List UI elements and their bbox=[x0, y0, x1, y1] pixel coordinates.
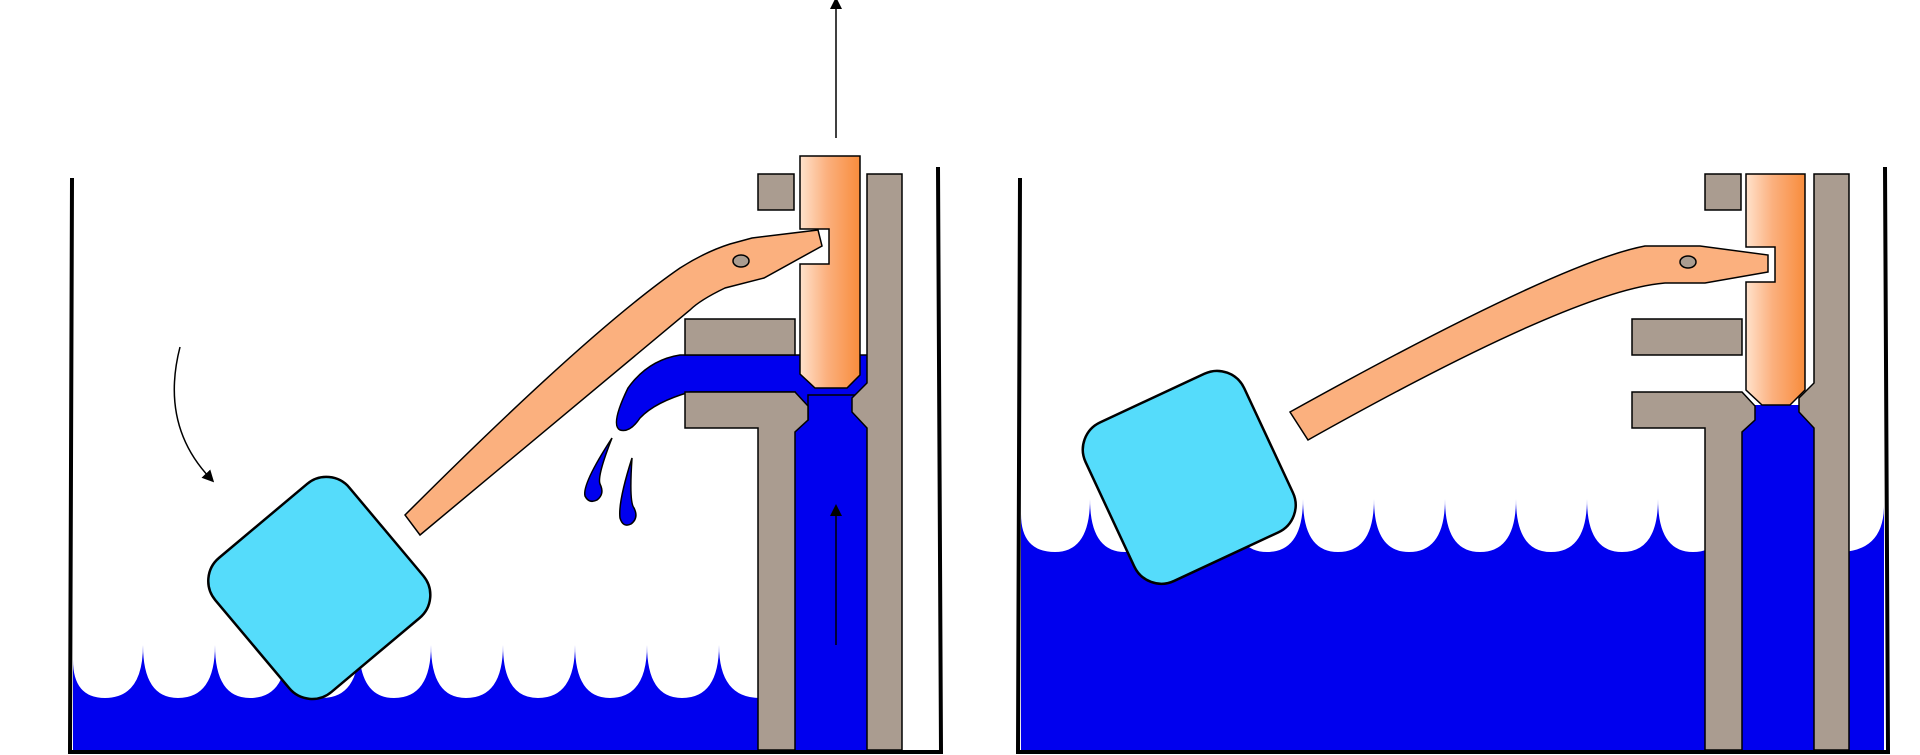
valve-cap-block bbox=[757, 173, 795, 211]
lever-pivot-pin bbox=[732, 254, 750, 268]
tank-wall bbox=[1015, 166, 1891, 754]
water-drop bbox=[619, 457, 637, 526]
valve-seat-upper bbox=[684, 318, 796, 356]
valve-outer-wall bbox=[851, 173, 903, 751]
valve-seat-lower bbox=[1631, 391, 1756, 751]
float-ball bbox=[1081, 369, 1297, 585]
float-ball bbox=[207, 475, 432, 701]
valve-seat-lower bbox=[684, 391, 809, 751]
tank-water bbox=[1021, 499, 1884, 752]
tank-wall bbox=[67, 166, 944, 754]
inlet-water bbox=[795, 358, 867, 750]
inlet-water-top bbox=[1742, 405, 1814, 420]
valve-seat-upper bbox=[1631, 318, 1743, 356]
float-drop-arrow bbox=[173, 346, 215, 483]
tank-water bbox=[73, 645, 800, 752]
float-lever-arm bbox=[404, 229, 823, 537]
valve-cap-block bbox=[1704, 173, 1742, 211]
valve-outer-wall bbox=[1798, 173, 1850, 751]
panel-valve-open bbox=[67, 0, 944, 754]
valve-plunger bbox=[799, 155, 861, 389]
valve-plunger bbox=[1745, 173, 1806, 406]
inlet-water bbox=[1742, 405, 1814, 750]
water-drop bbox=[583, 437, 613, 503]
lever-pivot-pin bbox=[1679, 255, 1697, 269]
float-lever-arm bbox=[1288, 245, 1769, 441]
panel-valve-closed bbox=[1015, 166, 1891, 754]
